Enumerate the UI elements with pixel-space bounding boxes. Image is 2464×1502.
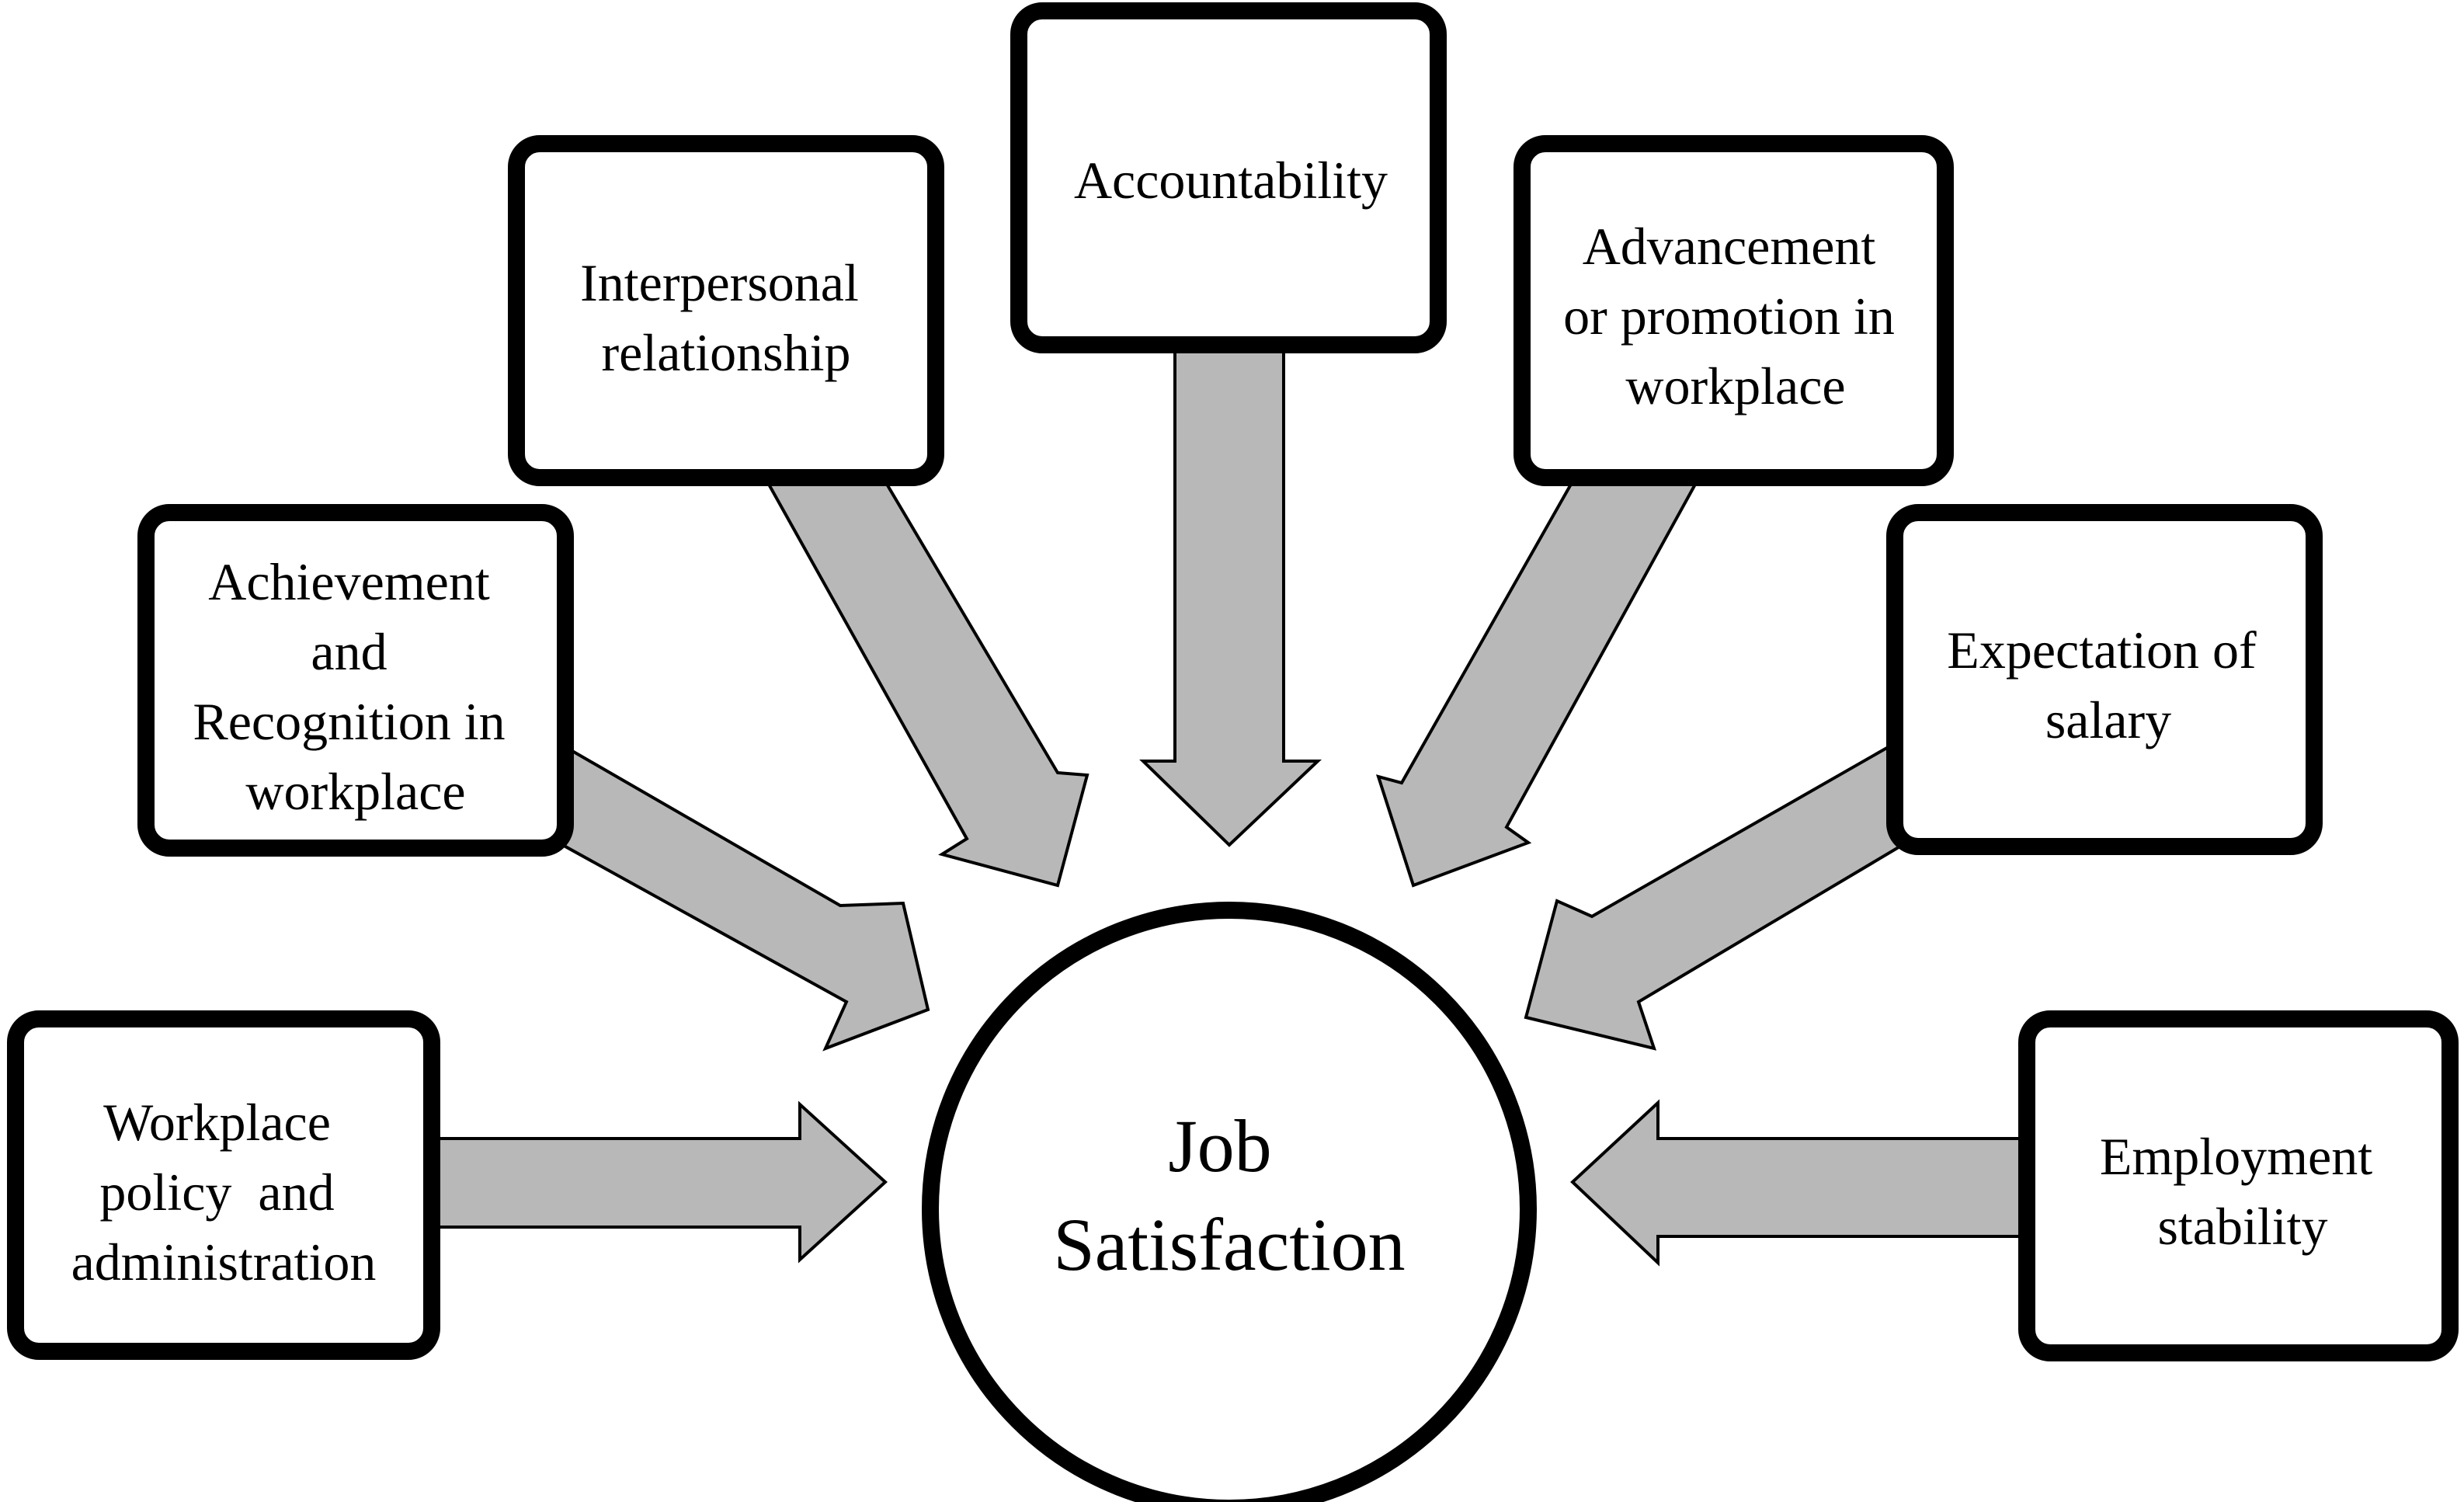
node-advancement: Advancement or promotion in workplace xyxy=(1514,135,1954,486)
node-achievement: Achievement and Recognition in workplace xyxy=(137,504,574,857)
node-box xyxy=(1514,135,1954,486)
node-box xyxy=(2018,1010,2459,1361)
node-label: Advancement or promotion in workplace xyxy=(1563,217,1908,415)
node-label: Achievement and Recognition in workplace xyxy=(193,552,518,821)
node-label-line: salary xyxy=(2045,690,2171,749)
node-label-line: stability xyxy=(2157,1197,2327,1256)
node-interpersonal: Interpersonal relationship xyxy=(508,135,944,486)
node-box xyxy=(1010,2,1447,353)
node-workplace-policy: Workplace policy and administration xyxy=(7,1010,440,1360)
node-label-line: relationship xyxy=(601,323,850,382)
node-label-line: Workplace xyxy=(103,1093,331,1152)
node-employment-stability: Employment stability xyxy=(2018,1010,2459,1361)
node-expectation-salary: Expectation of salary xyxy=(1886,504,2323,855)
node-label-line: Expectation of xyxy=(1947,621,2257,680)
node-label: Accountability xyxy=(1074,151,1388,210)
node-box xyxy=(1886,504,2323,855)
node-label-line: Recognition in xyxy=(193,692,505,751)
node-box xyxy=(7,1010,440,1360)
node-label-line: Accountability xyxy=(1074,151,1388,210)
center-node: Job Satisfaction xyxy=(922,902,1537,1502)
node-label-line: policy and xyxy=(99,1163,334,1222)
center-label-line-1: Job xyxy=(1168,1104,1271,1187)
node-label-line: Employment xyxy=(2100,1127,2372,1186)
node-label: Expectation of salary xyxy=(1947,621,2269,749)
arrow-advancement xyxy=(1375,480,1700,888)
node-label: Workplace policy and administration xyxy=(71,1093,377,1292)
node-label-line: Interpersonal xyxy=(580,253,859,312)
node-accountability: Accountability xyxy=(1010,2,1447,353)
node-label-line: or promotion in xyxy=(1563,287,1895,346)
arrow-employment-stability xyxy=(1570,1099,2028,1267)
node-label-line: workplace xyxy=(245,762,465,821)
arrow-interpersonal xyxy=(764,480,1090,888)
center-label-line-2: Satisfaction xyxy=(1053,1203,1405,1286)
node-label-line: and xyxy=(311,622,387,681)
node-label-line: Advancement xyxy=(1583,217,1876,276)
node-label-line: Achievement xyxy=(208,552,490,611)
arrows xyxy=(429,348,2028,1267)
node-label-line: workplace xyxy=(1625,356,1845,415)
node-label-line: administration xyxy=(71,1233,377,1292)
node-box xyxy=(137,504,574,857)
arrow-workplace-policy xyxy=(429,1100,888,1264)
arrow-accountability xyxy=(1139,348,1322,847)
arrow-expectation-salary xyxy=(1524,742,1909,1051)
node-label: Interpersonal relationship xyxy=(580,253,872,382)
center-label: Job Satisfaction xyxy=(1053,1104,1405,1286)
arrow-achievement xyxy=(549,745,930,1052)
center-circle xyxy=(922,902,1537,1502)
node-label: Employment stability xyxy=(2100,1127,2386,1256)
node-box xyxy=(508,135,944,486)
